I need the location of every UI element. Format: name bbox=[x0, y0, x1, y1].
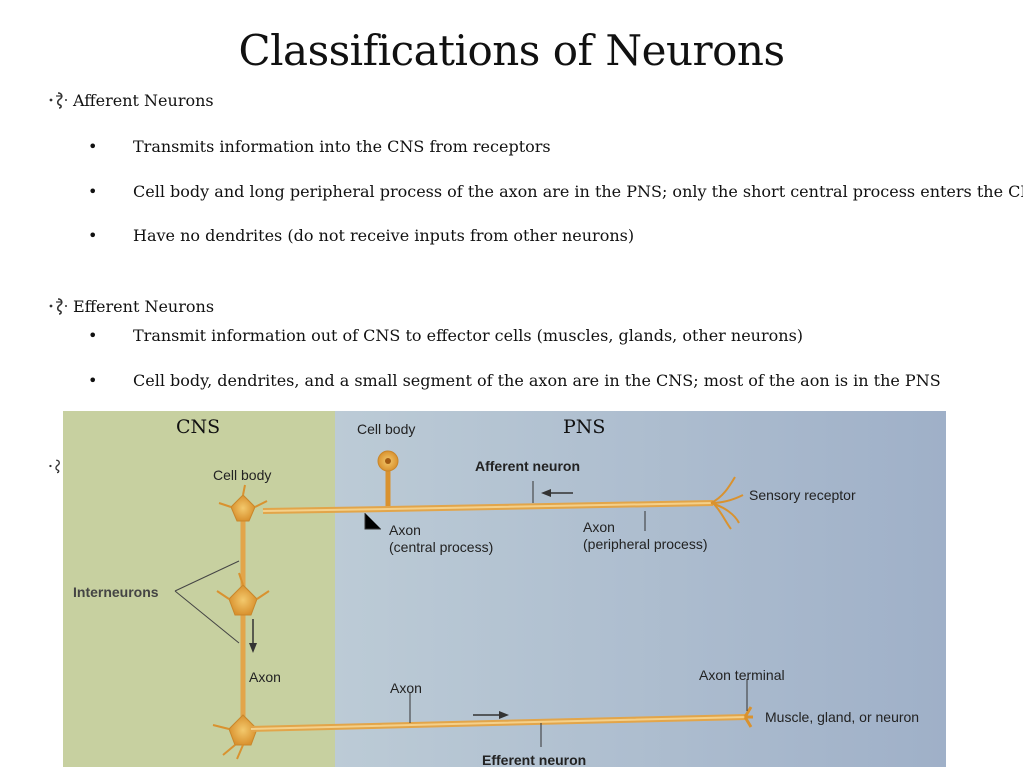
section-heading-efferent: Efferent Neurons bbox=[48, 296, 214, 316]
efferent-neuron bbox=[250, 706, 753, 732]
label-axon-efferent: Axon bbox=[390, 680, 422, 696]
label-axon-peripheral: Axon bbox=[583, 519, 615, 535]
bullet-text: Have no dendrites (do not receive inputs… bbox=[133, 226, 635, 245]
label-axon-left: Axon bbox=[249, 669, 281, 685]
bullet-dot: • bbox=[88, 371, 98, 390]
afferent-neuron bbox=[262, 450, 744, 530]
neuron-diagram-svg: Cell body Afferent neuron Sensory recept… bbox=[63, 411, 946, 767]
label-cell-body-left: Cell body bbox=[213, 467, 271, 483]
pns-region bbox=[335, 411, 946, 767]
bullet-text: Cell body, dendrites, and a small segmen… bbox=[133, 371, 941, 390]
label-axon-terminal: Axon terminal bbox=[699, 667, 785, 683]
bullet-item: • Have no dendrites (do not receive inpu… bbox=[88, 226, 634, 245]
section-heading-label: Afferent Neurons bbox=[73, 90, 214, 110]
slide-title: Classifications of Neurons bbox=[238, 26, 785, 75]
bullet-dot: • bbox=[88, 182, 98, 201]
bullet-text: Transmits information into the CNS from … bbox=[133, 137, 551, 156]
label-muscle-gland: Muscle, gland, or neuron bbox=[765, 709, 919, 725]
label-axon-peripheral-sub: (peripheral process) bbox=[583, 536, 708, 552]
cns-region bbox=[63, 411, 335, 767]
bullet-text: Cell body and long peripheral process of… bbox=[133, 182, 1023, 201]
afferent-arrowhead bbox=[541, 489, 551, 497]
bullet-item: • Cell body and long peripheral process … bbox=[88, 182, 1023, 201]
bullet-item: • Transmit information out of CNS to eff… bbox=[88, 326, 803, 345]
label-interneurons: Interneurons bbox=[73, 584, 159, 600]
label-sensory-receptor: Sensory receptor bbox=[749, 487, 856, 503]
pns-label: PNS bbox=[563, 416, 606, 438]
section-heading-label: Efferent Neurons bbox=[73, 296, 215, 316]
label-efferent-neuron: Efferent neuron bbox=[482, 752, 586, 767]
label-axon-central: Axon bbox=[389, 522, 421, 538]
label-axon-central-sub: (central process) bbox=[389, 539, 493, 555]
label-cell-body-top: Cell body bbox=[357, 421, 415, 437]
bullet-dot: • bbox=[88, 326, 98, 345]
fleuron-bullet-icon bbox=[49, 459, 60, 474]
section-heading-afferent: Afferent Neurons bbox=[48, 90, 214, 110]
bullet-dot: • bbox=[88, 226, 98, 245]
bullet-dot: • bbox=[88, 137, 98, 156]
fleuron-bullet-icon bbox=[49, 92, 67, 109]
bullet-text: Transmit information out of CNS to effec… bbox=[133, 326, 804, 345]
bullet-item: • Transmits information into the CNS fro… bbox=[88, 137, 551, 156]
bullet-item: • Cell body, dendrites, and a small segm… bbox=[88, 371, 941, 390]
fleuron-bullet-icon bbox=[49, 298, 67, 315]
interneurons bbox=[174, 484, 270, 760]
label-afferent-neuron: Afferent neuron bbox=[475, 458, 580, 474]
neuron-diagram: Cell body Afferent neuron Sensory recept… bbox=[63, 411, 946, 767]
cns-label: CNS bbox=[176, 416, 221, 438]
